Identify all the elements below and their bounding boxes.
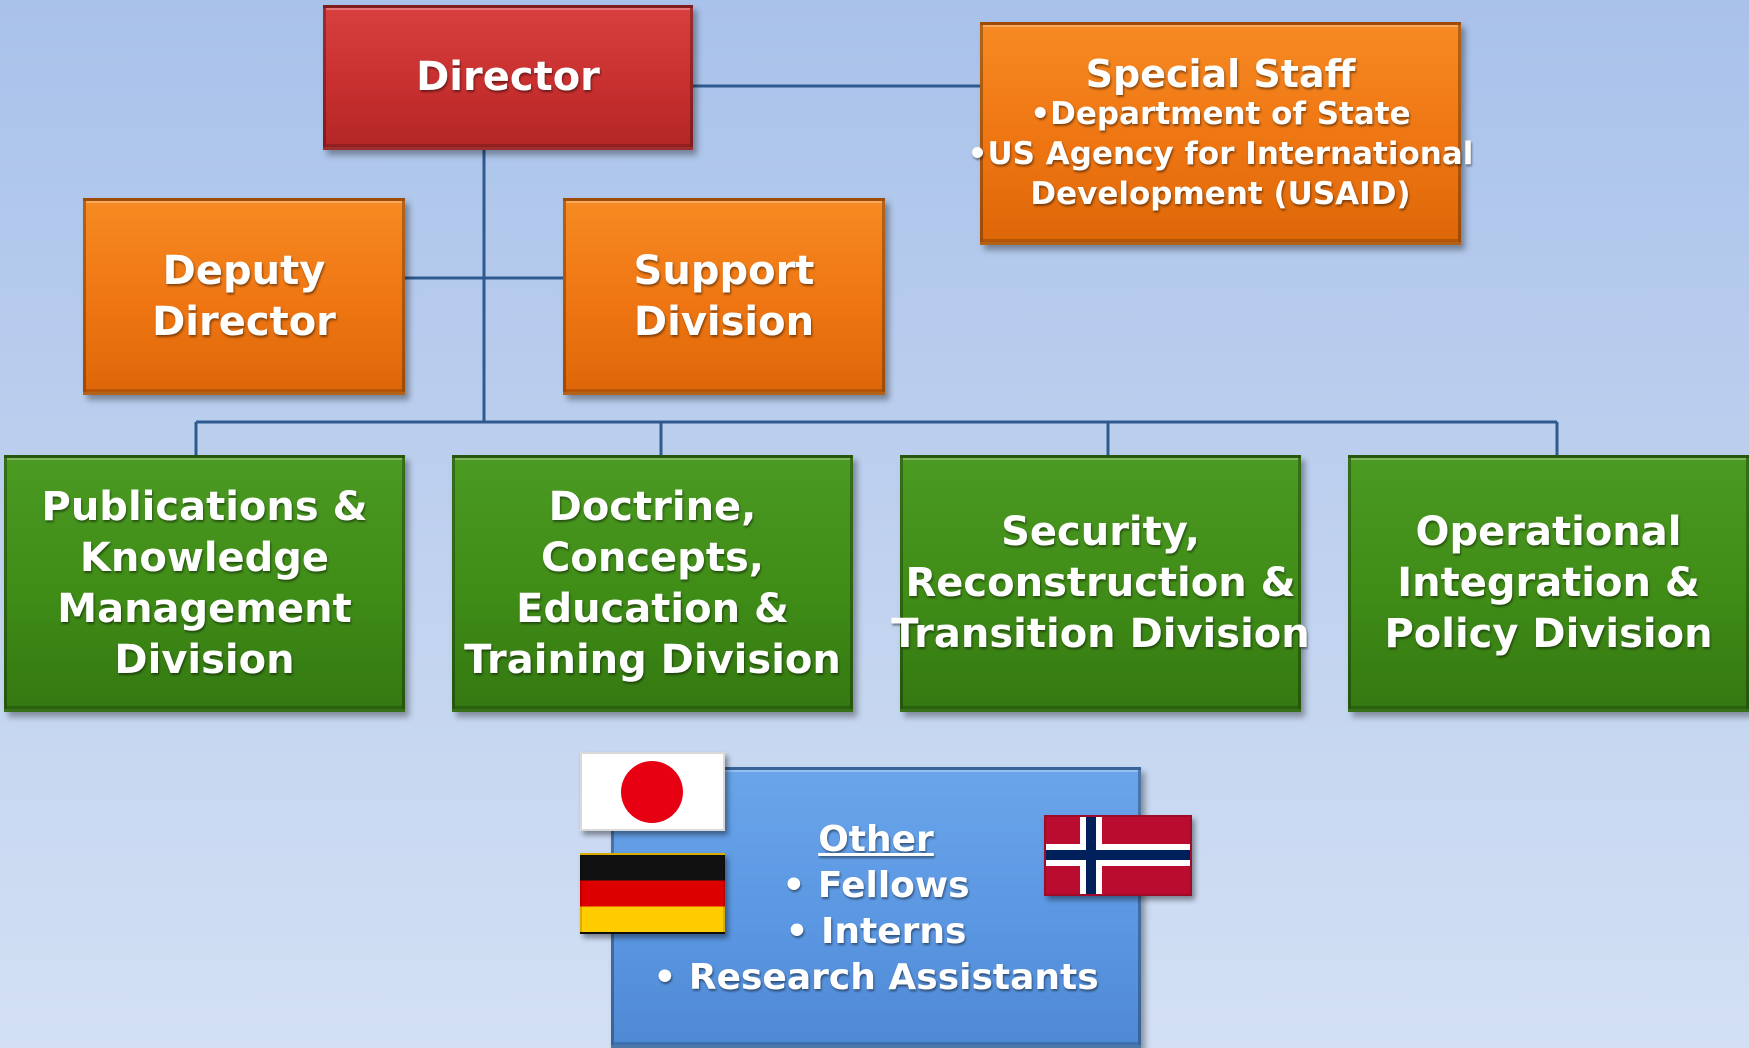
division-label: Policy Division <box>1384 611 1713 657</box>
other-item: • Research Assistants <box>653 957 1099 998</box>
division-label: Management <box>57 585 352 632</box>
division-label: Division <box>114 636 295 683</box>
deputy-director-box: Deputy Director <box>83 198 405 395</box>
deputy-director-label: Director <box>152 298 336 345</box>
director-label: Director <box>416 54 600 100</box>
special-staff-item: •Department of State <box>1030 95 1411 132</box>
division-label: Security, <box>1001 509 1200 555</box>
division-label: Transition Division <box>891 611 1310 657</box>
security-reconstruction-transition-division-box: Security, Reconstruction & Transition Di… <box>891 455 1310 712</box>
division-label: Concepts, <box>541 534 764 581</box>
division-label: Doctrine, <box>548 483 757 530</box>
support-division-box: Support Division <box>563 198 885 395</box>
doctrine-concepts-education-training-division-box: Doctrine, Concepts, Education & Training… <box>452 455 853 712</box>
other-item: • Fellows <box>782 865 970 906</box>
other-item: • Interns <box>785 911 967 952</box>
germany-flag <box>580 853 725 934</box>
japan-flag <box>580 752 725 831</box>
division-label: Training Division <box>464 636 841 683</box>
division-label: Knowledge <box>79 534 330 581</box>
other-title: Other <box>818 819 934 860</box>
publications-knowledge-management-division-box: Publications & Knowledge Management Divi… <box>4 455 405 712</box>
division-label: Education & <box>516 585 789 632</box>
operational-integration-policy-division-box: Operational Integration & Policy Divisio… <box>1348 455 1749 712</box>
special-staff-item: Development (USAID) <box>1030 175 1411 212</box>
special-staff-title: Special Staff <box>1085 51 1356 96</box>
division-label: Integration & <box>1397 560 1700 606</box>
deputy-director-label: Deputy <box>162 247 326 294</box>
special-staff-box: Special Staff •Department of State •US A… <box>968 22 1473 245</box>
division-label: Publications & <box>41 483 368 530</box>
division-label: Operational <box>1415 509 1682 555</box>
division-label: Reconstruction & <box>905 560 1296 606</box>
director-box: Director <box>323 5 693 150</box>
norway-flag <box>1044 815 1192 896</box>
support-division-label: Support <box>633 247 815 294</box>
special-staff-item: •US Agency for International <box>967 135 1474 172</box>
support-division-label: Division <box>633 298 815 345</box>
